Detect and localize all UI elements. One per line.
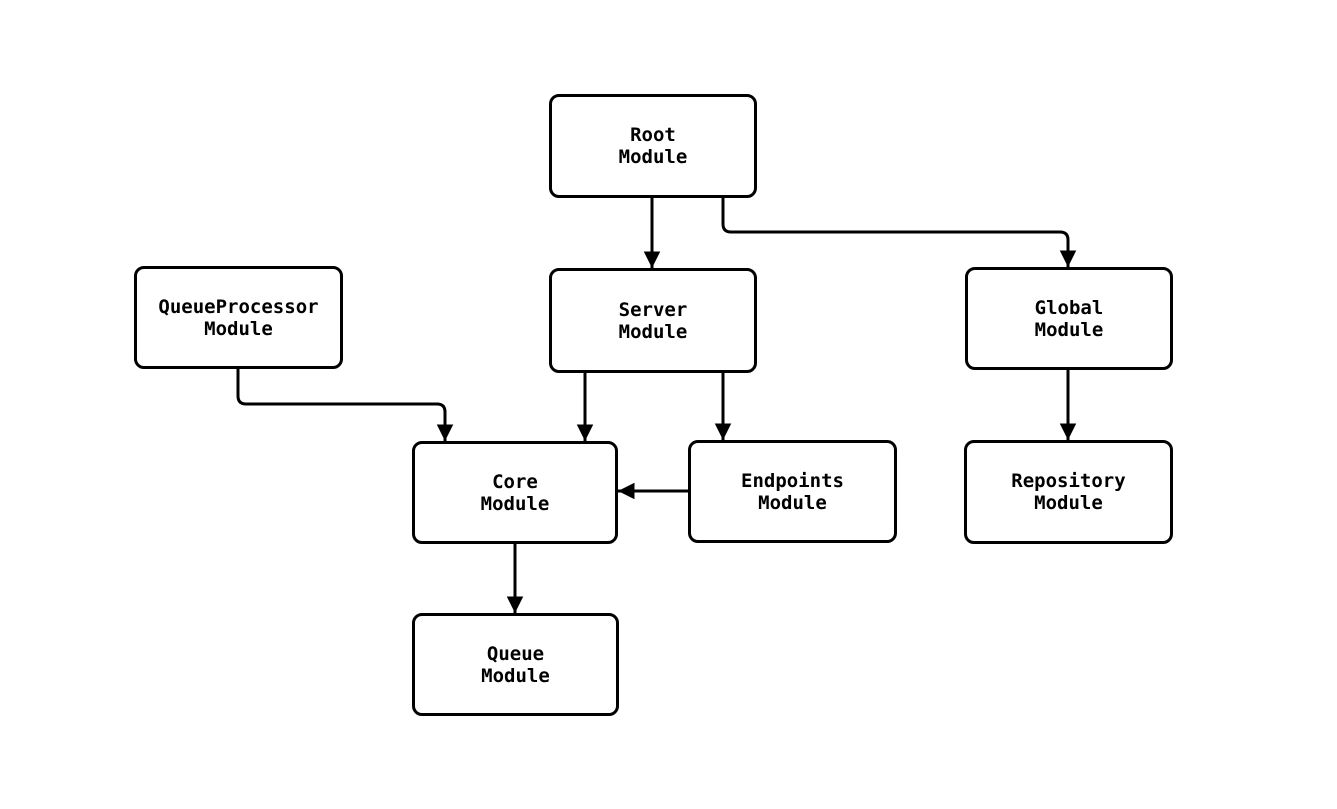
node-core-module-label: Core Module	[480, 470, 550, 515]
node-endpoints-module-label: Endpoints Module	[741, 469, 844, 514]
node-root-module-label: Root Module	[618, 124, 688, 168]
node-queueprocessor-module-label: QueueProcessor Module	[158, 295, 319, 340]
node-server-module: Server Module	[549, 268, 757, 373]
edge-queueprocessor-to-core	[236, 369, 454, 441]
node-root-module: Root Module	[549, 94, 757, 198]
node-queue-module: Queue Module	[412, 613, 619, 716]
node-server-module-label: Server Module	[618, 298, 688, 343]
node-global-module: Global Module	[965, 267, 1173, 370]
node-queueprocessor-module: QueueProcessor Module	[134, 266, 343, 369]
node-core-module: Core Module	[412, 441, 618, 544]
node-repository-module-label: Repository Module	[1011, 470, 1126, 514]
node-endpoints-module: Endpoints Module	[688, 440, 897, 543]
node-global-module-label: Global Module	[1034, 296, 1104, 341]
node-repository-module: Repository Module	[964, 440, 1173, 544]
node-queue-module-label: Queue Module	[481, 642, 550, 687]
edge-root-to-global	[721, 198, 1077, 267]
